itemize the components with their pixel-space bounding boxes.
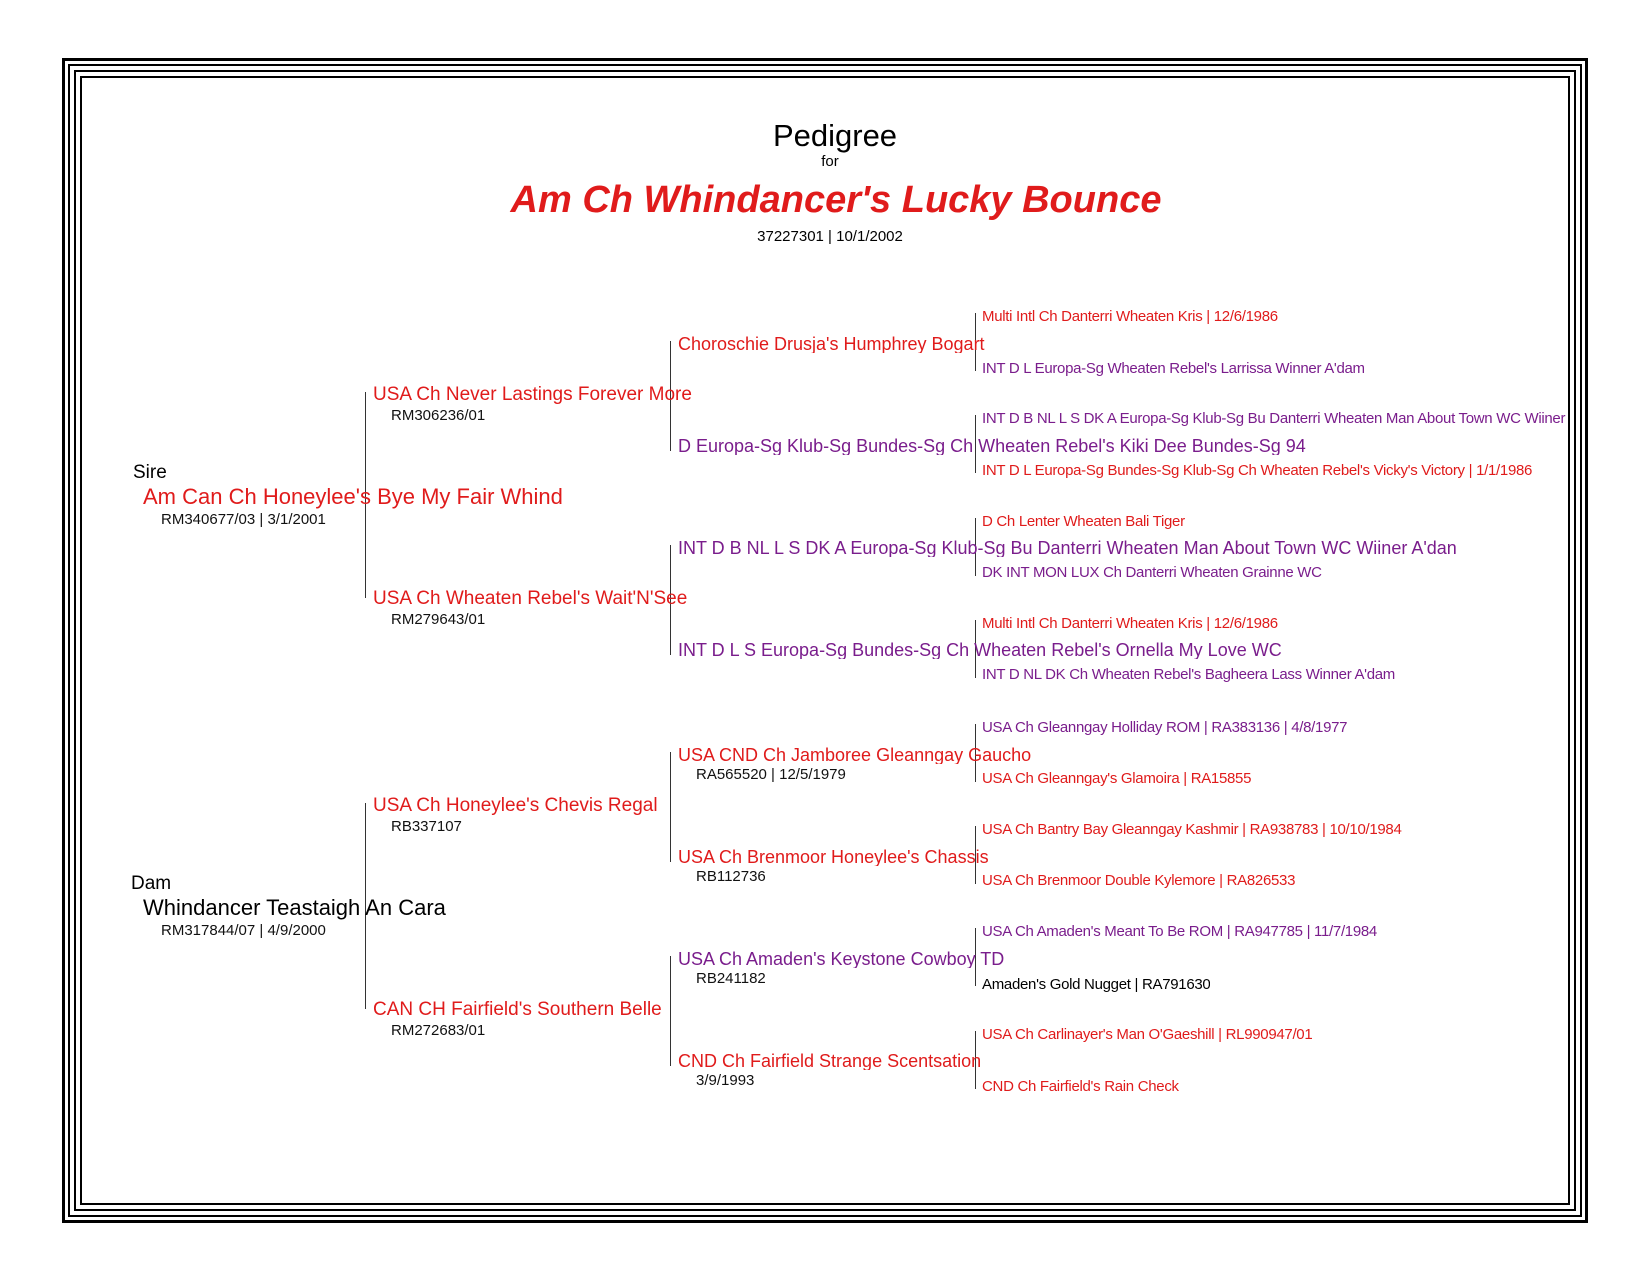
- dss-info: RA565520 | 12/5/1979: [696, 766, 846, 783]
- ssd-name: D Europa-Sg Klub-Sg Bundes-Sg Ch Wheaten…: [678, 437, 1306, 455]
- ddds-name: USA Ch Carlinayer's Man O'Gaeshill | RL9…: [982, 1027, 1313, 1042]
- bracket-g3-2: [975, 415, 976, 473]
- sss-name: Choroschie Drusja's Humphrey Bogart: [678, 335, 985, 353]
- page-border-2: [68, 64, 1582, 1217]
- dog-info: 37227301 | 10/1/2002: [757, 228, 903, 245]
- ds-info: RB337107: [391, 818, 462, 835]
- sd-info: RM279643/01: [391, 611, 486, 628]
- bracket-sire: [365, 392, 366, 598]
- ddss-name: USA Ch Amaden's Meant To Be ROM | RA9477…: [982, 924, 1377, 939]
- sdds-name: Multi Intl Ch Danterri Wheaten Kris | 12…: [982, 616, 1278, 631]
- dsdd-name: USA Ch Brenmoor Double Kylemore | RA8265…: [982, 873, 1296, 888]
- bracket-g3-7: [975, 928, 976, 986]
- bracket-g2-4: [670, 956, 671, 1066]
- page-border-inner: [80, 76, 1570, 1205]
- bracket-g3-1: [975, 313, 976, 371]
- bracket-g3-4: [975, 620, 976, 678]
- sdsd-name: DK INT MON LUX Ch Danterri Wheaten Grain…: [982, 565, 1322, 580]
- dssd-name: USA Ch Gleanngay's Glamoira | RA15855: [982, 771, 1252, 786]
- sddd-name: INT D NL DK Ch Wheaten Rebel's Bagheera …: [982, 667, 1395, 682]
- dd-name: CAN CH Fairfield's Southern Belle: [373, 999, 662, 1020]
- bracket-g2-1: [670, 341, 671, 451]
- dog-name: Am Ch Whindancer's Lucky Bounce: [510, 179, 1162, 221]
- page-title: Pedigree: [772, 118, 898, 153]
- dsd-name: USA Ch Brenmoor Honeylee's Chassis: [678, 848, 989, 866]
- sdd-name: INT D L S Europa-Sg Bundes-Sg Ch Wheaten…: [678, 641, 1282, 659]
- bracket-g2-3: [670, 752, 671, 862]
- page-border-outer: [62, 58, 1588, 1223]
- sdss-name: D Ch Lenter Wheaten Bali Tiger: [982, 514, 1185, 529]
- sssd-name: INT D L Europa-Sg Wheaten Rebel's Larris…: [982, 361, 1365, 376]
- bracket-dam: [365, 803, 366, 1009]
- dss-name: USA CND Ch Jamboree Gleanngay Gaucho: [678, 746, 1032, 764]
- dam-info: RM317844/07 | 4/9/2000: [161, 922, 326, 939]
- sire-name: Am Can Ch Honeylee's Bye My Fair Whind: [143, 484, 563, 509]
- ddsd-name: Amaden's Gold Nugget | RA791630: [982, 977, 1211, 992]
- dsds-name: USA Ch Bantry Bay Gleanngay Kashmir | RA…: [982, 822, 1402, 837]
- bracket-g2-2: [670, 545, 671, 655]
- ssds-name: INT D B NL L S DK A Europa-Sg Klub-Sg Bu…: [982, 411, 1568, 426]
- dam-name: Whindancer Teastaigh An Cara: [143, 895, 446, 920]
- for-label: for: [821, 153, 839, 170]
- dsss-name: USA Ch Gleanngay Holliday ROM | RA383136…: [982, 720, 1348, 735]
- sire-role-label: Sire: [133, 462, 167, 483]
- ddd-name: CND Ch Fairfield Strange Scentsation: [678, 1052, 982, 1070]
- ssdd-name: INT D L Europa-Sg Bundes-Sg Klub-Sg Ch W…: [982, 463, 1533, 478]
- bracket-g3-3: [975, 518, 976, 576]
- bracket-g3-8: [975, 1031, 976, 1089]
- ds-name: USA Ch Honeylee's Chevis Regal: [373, 795, 658, 816]
- dds-info: RB241182: [696, 970, 766, 987]
- ssss-name: Multi Intl Ch Danterri Wheaten Kris | 12…: [982, 309, 1278, 324]
- page-border-3: [74, 70, 1576, 1211]
- bracket-g3-5: [975, 724, 976, 782]
- dddd-name: CND Ch Fairfield's Rain Check: [982, 1079, 1179, 1094]
- dsd-info: RB112736: [696, 868, 766, 885]
- dds-name: USA Ch Amaden's Keystone Cowboy TD: [678, 950, 1005, 968]
- ddd-info: 3/9/1993: [696, 1072, 755, 1089]
- sds-name: INT D B NL L S DK A Europa-Sg Klub-Sg Bu…: [678, 539, 1457, 557]
- sire-info: RM340677/03 | 3/1/2001: [161, 511, 326, 528]
- sd-name: USA Ch Wheaten Rebel's Wait'N'See: [373, 588, 688, 609]
- bracket-g3-6: [975, 826, 976, 884]
- dd-info: RM272683/01: [391, 1022, 486, 1039]
- ss-info: RM306236/01: [391, 407, 486, 424]
- dam-role-label: Dam: [131, 873, 172, 894]
- ss-name: USA Ch Never Lastings Forever More: [373, 384, 692, 405]
